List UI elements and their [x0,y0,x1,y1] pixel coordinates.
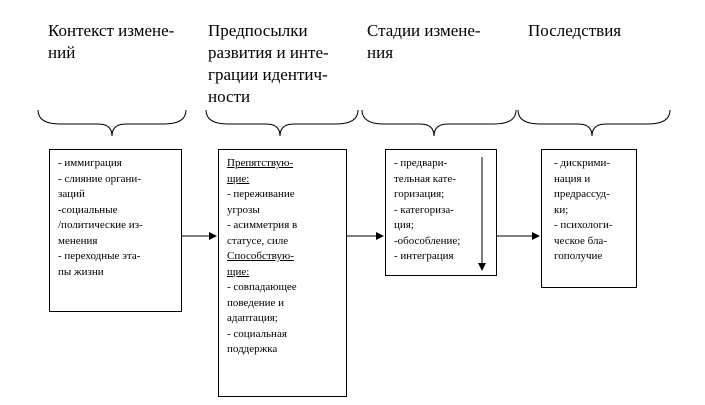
box-consequences: - дискрими-нация и предрассуд-ки; - психол… [541,149,637,288]
box-line: поддержка [227,343,278,355]
box-line: предрассуд- [554,188,610,200]
box-line: Способствую- [227,250,294,262]
header-context: Контекст измене- ний [48,21,175,62]
box-line: /политические из- [58,219,143,231]
brace-stages [361,109,517,137]
box-stages: - предвари-тельная кате-горизация; - кате… [385,149,497,276]
box-line: - предвари- [394,157,448,169]
box-line: щие: [227,265,250,278]
box-line: ческое бла- [554,234,607,247]
box-line: заций [58,188,85,200]
brace-context [37,109,187,137]
brace-prerequisites [205,109,359,137]
box-line: - переходные эта- [58,250,141,262]
header-consequences: Последствия [528,21,622,40]
box-line: - асимметрия в [227,219,298,231]
box-line: ки; [554,203,569,216]
box-context: - иммиграция - слияние органи-заций -социа… [49,149,182,312]
box-line: горизация; [394,188,445,200]
box-line: - совпадающее [227,281,297,293]
box-line: ция; [394,219,414,231]
box-prerequisites: Препятствую-щие: - переживание угрозы - аси… [218,149,347,397]
box-line: - переживание [227,188,295,200]
box-line: менения [58,234,98,247]
box-line: статусе, силе [227,234,289,247]
box-line: - категориза- [394,203,454,216]
brace-consequences [517,109,671,137]
header-stages: Стадии измене- ния [367,21,481,62]
box-line: - психологи- [554,219,613,231]
box-line: угрозы [227,203,260,216]
box-line: -обособление; [394,234,461,247]
box-line: нация и [554,172,591,185]
box-line: поведение и [227,296,285,309]
box-line: - дискрими- [554,157,611,169]
box-line: Препятствую- [227,157,294,169]
box-line: адаптация; [227,312,278,324]
box-line: - социальная [227,327,287,340]
box-line: - слияние органи- [58,172,141,185]
box-line: тельная кате- [394,172,456,185]
box-line: - иммиграция [58,157,122,169]
header-prerequisites: Предпосылки развития и инте- грации иден… [208,21,329,106]
box-line: гополучие [554,250,603,262]
box-line: пы жизни [58,265,104,278]
box-line: -социальные [58,203,118,216]
box-line: - интеграция [394,250,454,262]
box-line: щие: [227,172,250,185]
